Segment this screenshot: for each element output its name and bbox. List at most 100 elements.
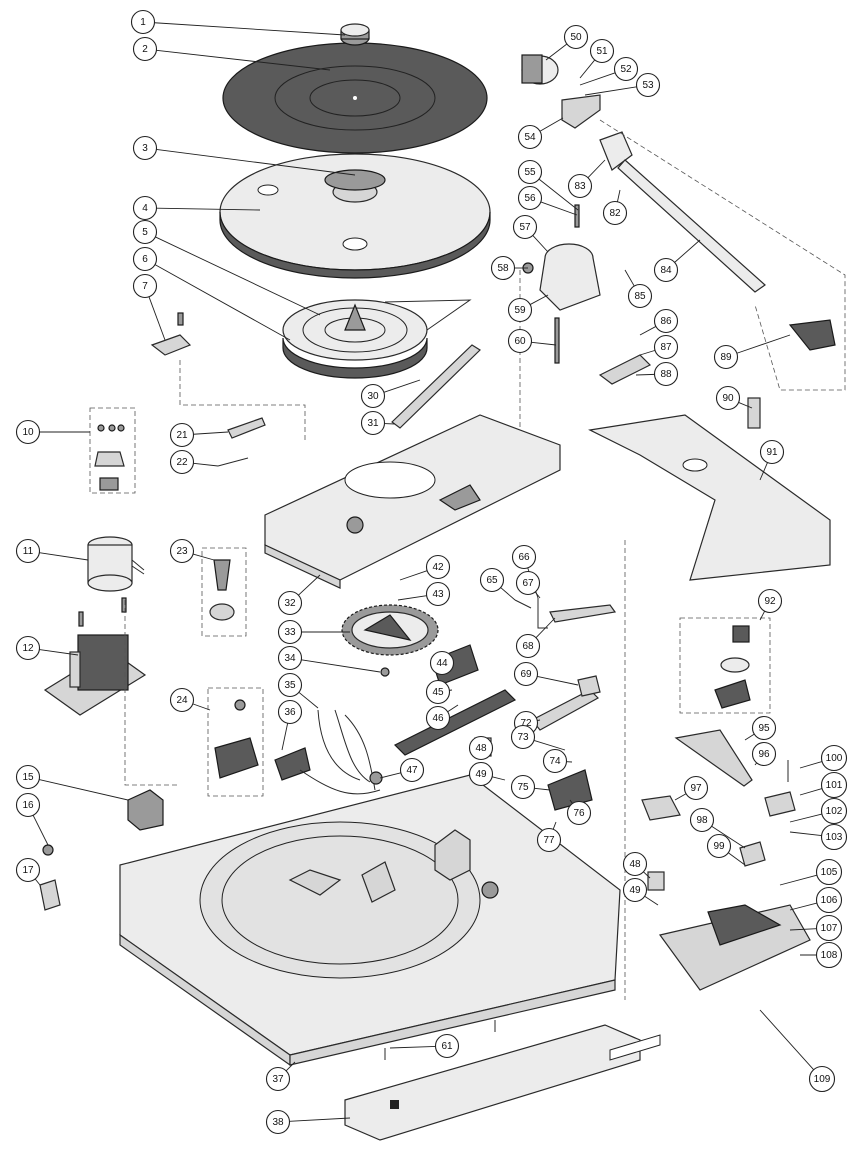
callout-circle (689, 807, 715, 833)
callout-number: 76 (573, 808, 585, 819)
callout-number: 47 (406, 765, 418, 776)
callout-circle (399, 757, 425, 783)
callout-number: 102 (826, 806, 843, 817)
callout-number: 90 (722, 393, 734, 404)
callout-number: 52 (620, 64, 632, 75)
callout-number: 99 (713, 841, 725, 852)
callout-number: 55 (524, 167, 536, 178)
callout-82: 82 (602, 189, 628, 226)
callout-54: 54 (517, 117, 564, 150)
leader-line (579, 72, 616, 86)
callout-number: 92 (764, 596, 776, 607)
callout-number: 48 (475, 743, 487, 754)
callout-6: 6 (132, 246, 291, 341)
callout-5: 5 (132, 219, 321, 316)
callout-number: 72 (520, 718, 532, 729)
callout-73: 73 (510, 724, 566, 751)
leader-line (399, 570, 428, 581)
callout-number: 97 (690, 783, 702, 794)
callout-59: 59 (507, 294, 549, 323)
callout-83: 83 (567, 159, 606, 199)
callout-84: 84 (653, 239, 701, 283)
leader-line (500, 587, 516, 601)
leader-line (39, 779, 129, 801)
callout-21: 21 (169, 422, 229, 448)
callout-50: 50 (545, 24, 589, 61)
leader-line (738, 402, 753, 409)
leader-line (587, 159, 606, 179)
callout-circle (536, 827, 562, 853)
callout-47: 47 (379, 757, 425, 783)
leader-line (301, 659, 381, 673)
leader-line (545, 43, 568, 61)
callout-49: 49 (622, 877, 659, 906)
leader-line (789, 831, 822, 837)
leader-line (148, 296, 166, 341)
callout-number: 84 (660, 265, 672, 276)
leader-line (531, 341, 557, 346)
callout-circle (15, 419, 41, 445)
callout-circle (15, 764, 41, 790)
leader-line (674, 239, 701, 263)
callout-number: 85 (634, 291, 646, 302)
leader-line (789, 928, 817, 931)
leader-line (39, 649, 79, 656)
callout-number: 89 (720, 352, 732, 363)
callout-number: 48 (629, 859, 641, 870)
callout-number: 109 (814, 1074, 831, 1085)
callout-circle (468, 735, 494, 761)
leader-line (192, 703, 211, 711)
gear-33 (341, 604, 439, 656)
callout-number: 56 (524, 193, 536, 204)
base-37 (119, 774, 621, 1067)
motor-11 (87, 536, 145, 592)
front-panel-38 (344, 1024, 661, 1141)
leader-line (617, 189, 621, 202)
callout-circle (602, 200, 628, 226)
callout-number: 1 (140, 17, 146, 28)
callout-52: 52 (579, 56, 639, 86)
callout-circle (517, 124, 543, 150)
leader-line (579, 59, 596, 79)
callout-circle (713, 344, 739, 370)
callout-circle (425, 581, 451, 607)
callout-106: 106 (789, 886, 843, 914)
callout-95: 95 (744, 715, 777, 741)
callout-10: 10 (15, 419, 90, 445)
callout-number: 11 (23, 546, 34, 557)
callout-circle (627, 283, 653, 309)
callout-circle (653, 308, 679, 334)
leader-line (799, 761, 823, 769)
callout-77: 77 (536, 821, 562, 853)
callout-number: 6 (142, 254, 148, 265)
leader-line (639, 326, 657, 336)
callout-circle (511, 544, 537, 570)
callout-circle (434, 1033, 460, 1059)
callout-circle (715, 385, 741, 411)
callout-circle (759, 439, 785, 465)
callout-number: 54 (524, 132, 536, 143)
callout-circle (429, 650, 455, 676)
callout-circle (490, 255, 516, 281)
callout-number: 68 (522, 641, 534, 652)
bracket-7 (150, 312, 192, 356)
callout-number: 44 (436, 658, 448, 669)
leader-line (537, 675, 579, 686)
callout-number: 31 (367, 418, 379, 429)
callout-number: 74 (549, 756, 561, 767)
callout-number: 4 (142, 203, 148, 214)
callout-circle (15, 635, 41, 661)
callout-circle (613, 56, 639, 82)
callout-number: 10 (22, 427, 34, 438)
leader-line (584, 86, 637, 96)
callout-circle (132, 246, 158, 272)
leader-line (281, 723, 289, 751)
plate-3 (324, 169, 386, 191)
callout-86: 86 (639, 308, 679, 336)
callout-number: 57 (519, 222, 531, 233)
leader-line (285, 1061, 296, 1072)
leader-line (728, 852, 746, 866)
clip-90 (747, 397, 761, 429)
callout-46: 46 (425, 704, 459, 731)
callout-circle (265, 1109, 291, 1135)
